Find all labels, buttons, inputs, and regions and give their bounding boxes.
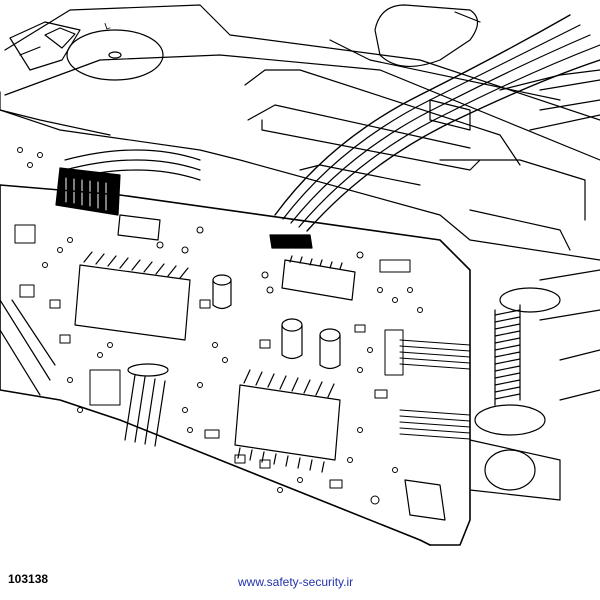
- ic-chip-center: [234, 369, 341, 473]
- upper-chassis: [0, 4, 600, 261]
- ribbon-cable-left: [55, 149, 201, 216]
- coil-windings: [399, 339, 471, 440]
- disc-spindle: [9, 21, 164, 81]
- site-url-link[interactable]: www.safety-security.ir: [238, 575, 354, 589]
- socket: [404, 479, 446, 521]
- ribbon-cable-lower: [124, 363, 169, 447]
- circuit-board: [0, 147, 471, 546]
- ic-chip-left: [74, 251, 191, 341]
- figure-number: 103138: [8, 572, 49, 586]
- ribbon-cable-right: [269, 14, 600, 249]
- shield-plate: [374, 4, 600, 131]
- capacitors: [212, 274, 341, 370]
- small-components: [14, 147, 423, 505]
- spring-mechanism: [469, 269, 600, 501]
- connector-block: [281, 259, 356, 301]
